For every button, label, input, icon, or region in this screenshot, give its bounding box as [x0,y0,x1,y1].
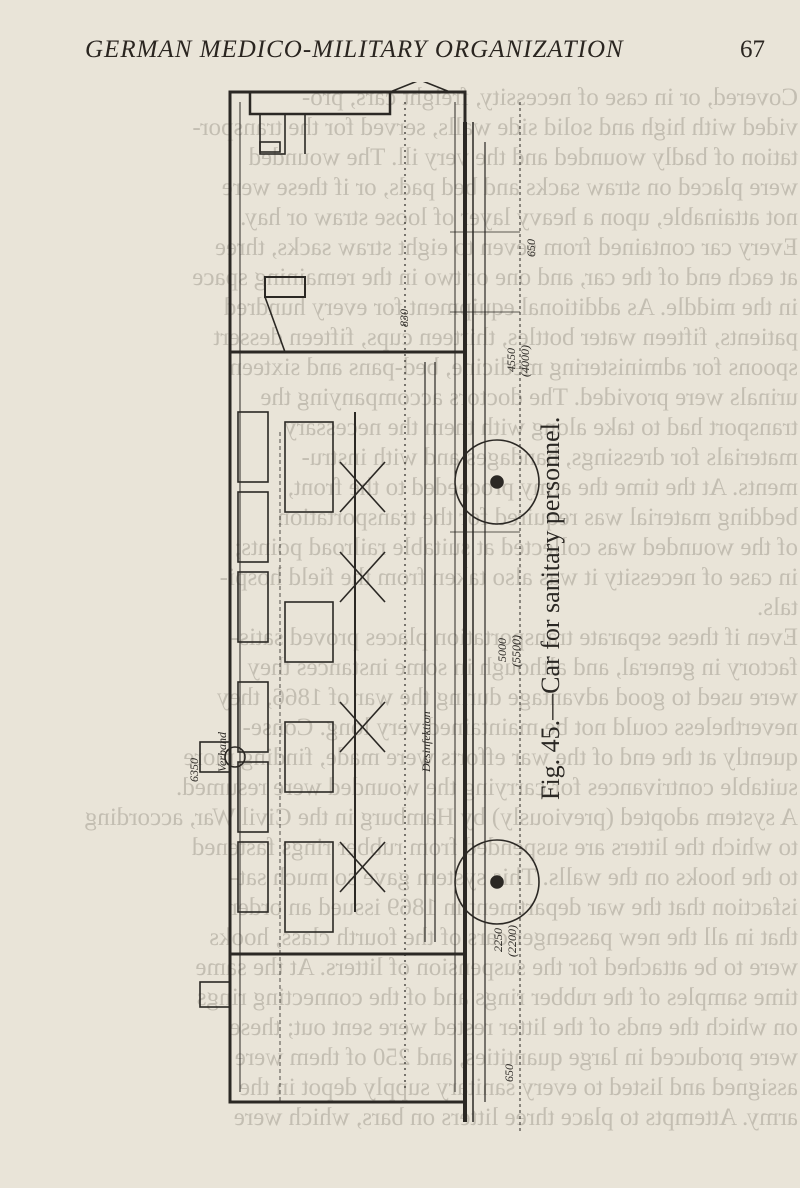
buffer-left [199,741,231,773]
dim-label-650-bottom: 650 [502,1064,516,1082]
beds [339,412,386,912]
dim-label-650-top: 650 [524,239,538,257]
end-platform-top [248,90,392,116]
dim-label-6350: 6350 [190,758,201,782]
dim-label-2250: 2250 [491,928,505,952]
annotation-verband: Verband [215,731,229,772]
car-section-drawing: 650 2250 (2200) 5000 (5500) 4550 (4000) … [190,82,540,1132]
dim-label-5000: 5000 [495,638,509,662]
dim-label-5500: (5500) [509,635,523,667]
running-head: GERMAN MEDICO-MILITARY ORGANIZATION 67 [60,30,770,70]
page-number: 67 [740,36,765,63]
figure-caption: Fig. 45.—Car for sanitary personnel. [536,416,565,800]
car-body-outline [228,90,467,1104]
dim-label-830: 830 [397,309,411,327]
annotation-desinfektion: Desinfektion [419,711,433,773]
litter-racks [237,411,334,933]
dim-label-4000: (4000) [518,345,532,377]
running-title: GERMAN MEDICO-MILITARY ORGANIZATION [85,36,624,63]
dim-label-4550: 4550 [504,348,518,372]
figure-car-drawing: 650 2250 (2200) 5000 (5500) 4550 (4000) … [190,82,670,1162]
dim-label-2200: (2200) [505,925,519,957]
wheel-rear [454,839,540,925]
wheel-front [454,439,540,525]
